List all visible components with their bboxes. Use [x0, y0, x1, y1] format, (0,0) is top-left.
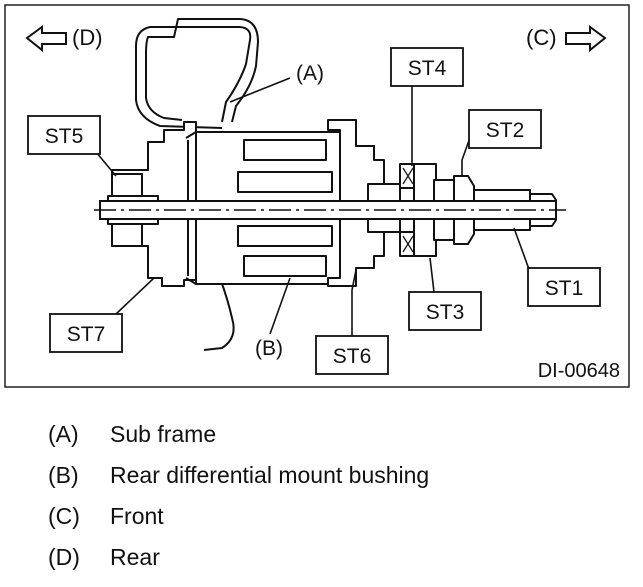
legend-desc: Rear differential mount bushing: [110, 462, 430, 488]
leader-st1: [513, 227, 531, 273]
legend-item-b: (B) Rear differential mount bushing: [48, 459, 608, 500]
legend-item-a: (A) Sub frame: [48, 418, 608, 459]
legend-desc: Rear: [110, 544, 160, 570]
leader-b: [269, 277, 291, 335]
callout-st5: ST5: [45, 125, 84, 148]
sub-frame-lower-lip: [203, 277, 235, 351]
st3-box: ST3: [408, 291, 482, 331]
legend-key: (B): [48, 462, 79, 488]
leader-a: [229, 77, 291, 103]
figure-frame: [4, 4, 630, 388]
front-arrow-icon: [565, 25, 607, 53]
legend-key: (A): [48, 421, 79, 447]
legend-key: (C): [48, 503, 80, 529]
callout-st2: ST2: [486, 119, 525, 142]
bushing-assembly: [107, 18, 557, 351]
legend-item-d: (D) Rear: [48, 541, 608, 582]
callout-st3: ST3: [426, 301, 465, 324]
installation-diagram: (D) (C): [4, 4, 630, 388]
direction-rear-label: (D): [72, 25, 103, 50]
st4-box: ST4: [390, 47, 464, 87]
bushing-pad-bottom: [243, 255, 327, 277]
sub-frame-bracket: [135, 26, 252, 129]
bearing-hatch: [402, 167, 414, 253]
callout-st6: ST6: [333, 345, 372, 368]
st5-box: ST5: [27, 115, 101, 155]
callout-b: (B): [255, 337, 283, 360]
legend-key: (D): [48, 544, 80, 570]
callout-st7: ST7: [67, 323, 106, 346]
figure-id: DI-00648: [538, 360, 620, 382]
callout-st4: ST4: [408, 57, 447, 80]
bushing-pad-top: [243, 139, 327, 161]
leader-lines: [95, 77, 531, 338]
leader-st7: [115, 277, 155, 315]
legend-desc: Sub frame: [110, 421, 217, 447]
st7-box: ST7: [49, 313, 123, 353]
legend: (A) Sub frame (B) Rear differential moun…: [48, 418, 608, 582]
st6-box: ST6: [315, 335, 389, 375]
callout-a: (A): [296, 62, 324, 85]
st2-box: ST2: [468, 109, 542, 149]
sub-frame-bracket-inner: [145, 18, 259, 123]
bushing-pad-top-inner: [237, 171, 333, 193]
leader-st6: [351, 269, 357, 338]
leader-st3: [429, 257, 435, 293]
legend-item-c: (C) Front: [48, 500, 608, 541]
rear-arrow-icon: [25, 25, 67, 53]
bushing-pad-bottom-inner: [237, 225, 333, 247]
direction-front-label: (C): [526, 25, 557, 50]
leader-st5: [95, 151, 117, 177]
st1-box: ST1: [527, 267, 601, 307]
callout-st1: ST1: [545, 277, 584, 300]
legend-desc: Front: [110, 503, 164, 529]
